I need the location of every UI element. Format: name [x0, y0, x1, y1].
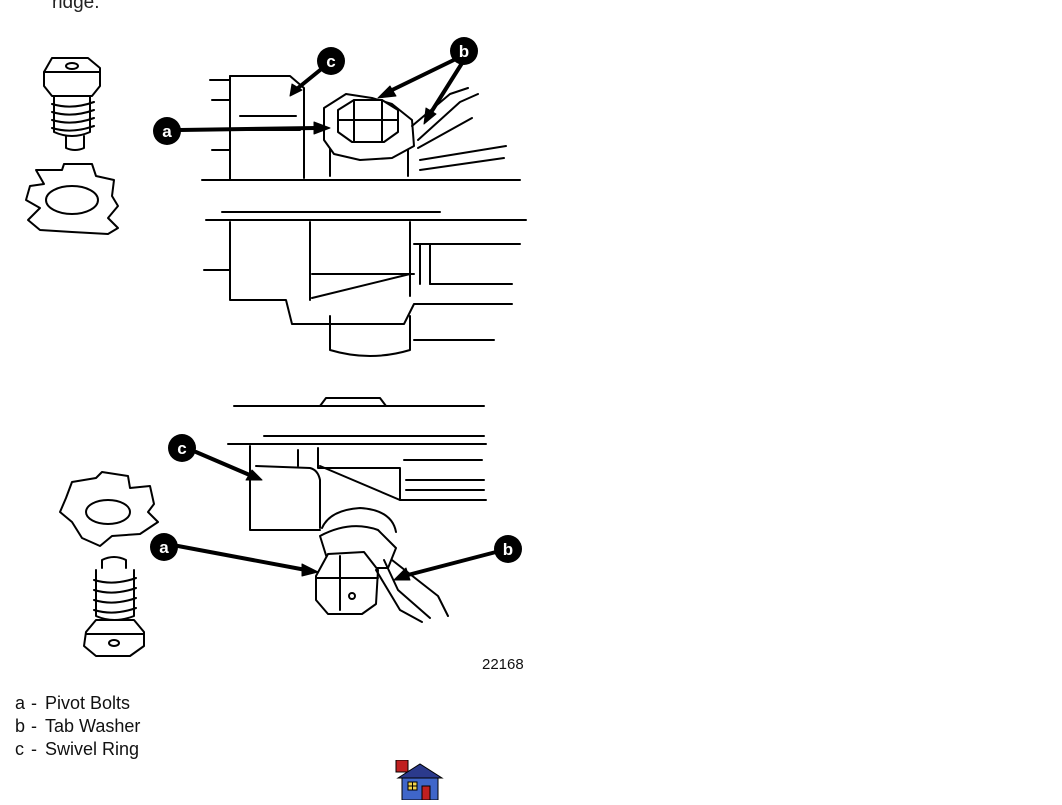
pivot-bolt-exploded-bottom — [83, 556, 145, 657]
legend-key: c — [15, 739, 24, 759]
legend-item: a-Pivot Bolts — [15, 692, 140, 715]
housing-bottom-view — [227, 397, 487, 533]
callout-c-top-label: c — [326, 52, 335, 71]
legend-separator: - — [31, 693, 37, 713]
callout-a-top: a — [153, 117, 181, 145]
home-link[interactable] — [394, 759, 446, 805]
partial-paragraph-text: ridge. — [52, 0, 100, 13]
legend-label: Tab Washer — [45, 716, 141, 736]
tab-washer-exploded-bottom — [59, 471, 159, 547]
callout-b-bottom: b — [494, 535, 522, 563]
house-icon — [395, 759, 444, 801]
tab-washer-exploded-top — [25, 163, 119, 235]
parts-legend: a-Pivot Bolts b-Tab Washer c-Swivel Ring — [15, 692, 140, 761]
callout-c-bottom: c — [168, 434, 196, 462]
legend-item: b-Tab Washer — [15, 715, 140, 738]
legend-key: b — [15, 716, 26, 736]
pivot-bolt-installed-bottom — [315, 525, 449, 623]
callout-a-top-label: a — [162, 122, 172, 141]
callout-arrows — [176, 54, 498, 581]
callout-c-bottom-label: c — [177, 439, 186, 458]
legend-separator: - — [31, 739, 37, 759]
legend-label: Swivel Ring — [45, 739, 140, 759]
callout-b-bottom-label: b — [503, 540, 513, 559]
pivot-bolt-exploded-top — [43, 57, 101, 151]
legend-item: c-Swivel Ring — [15, 738, 140, 761]
legend-separator: - — [31, 716, 37, 736]
callout-b-top: b — [450, 37, 478, 65]
callout-c-top: c — [317, 47, 345, 75]
legend-key: a — [15, 693, 26, 713]
callout-a-bottom-label: a — [159, 538, 169, 557]
callout-a-bottom: a — [150, 533, 178, 561]
legend-label: Pivot Bolts — [45, 693, 131, 713]
callout-b-top-label: b — [459, 42, 469, 61]
figure-number: 22168 — [482, 656, 524, 673]
swivel-ring-diagram: c b a c a b — [25, 37, 527, 657]
pivot-bolt-installed-top — [323, 87, 507, 177]
